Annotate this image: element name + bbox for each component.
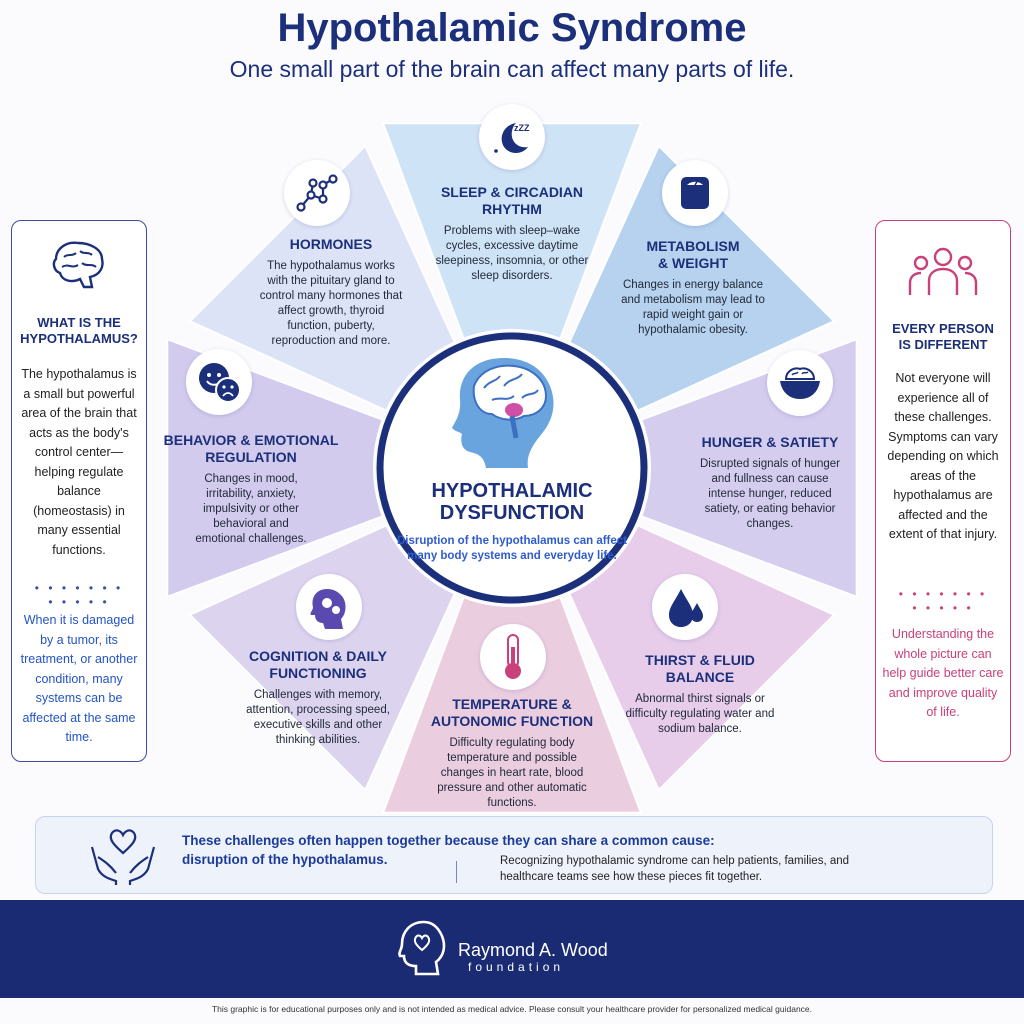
page-title: Hypothalamic Syndrome (277, 6, 747, 50)
info-box-text: The hypothalamus is a small but powerful… (21, 367, 137, 557)
dotted-divider: • • • • • • • • • • • • (34, 581, 124, 609)
page-subtitle: One small part of the brain can affect m… (229, 56, 795, 82)
center-label: HYPOTHALAMIC DYSFUNCTION Disruption of t… (392, 480, 632, 564)
segment-description: Challenges with memory, attention, proce… (246, 689, 390, 746)
segment-title: BEHAVIOR & EMOTIONAL REGULATION (163, 432, 339, 465)
center-title: HYPOTHALAMIC DYSFUNCTION (431, 480, 593, 524)
foundation-logo-icon (398, 920, 446, 976)
segment-title: METABOLISM & WEIGHT (646, 238, 740, 271)
wheel-segment-metabolism (567, 144, 836, 413)
segment-icon-hormones (284, 160, 350, 226)
segment-temperature: TEMPERATURE & AUTONOMIC FUNCTION Difficu… (420, 696, 604, 811)
segment-description: Changes in energy balance and metabolism… (621, 279, 765, 336)
hands-heart-icon (90, 829, 156, 885)
segment-hunger: HUNGER & SATIETY Disrupted signals of hu… (700, 434, 840, 532)
summary-box: These challenges often happen together b… (35, 816, 993, 894)
segment-thirst: THIRST & FLUID BALANCE Abnormal thirst s… (622, 652, 778, 737)
wheel-segment-hormones (188, 144, 457, 413)
segment-behavior: BEHAVIOR & EMOTIONAL REGULATION Changes … (158, 432, 344, 547)
people-icon (908, 247, 978, 295)
segment-icon-cognition (296, 574, 362, 640)
segment-icon-sleep: zZZ (479, 104, 545, 170)
thermometer-icon (505, 634, 521, 679)
segment-description: Problems with sleep–wake cycles, excessi… (435, 225, 589, 282)
segment-title: HORMONES (289, 236, 373, 252)
segment-title: HUNGER & SATIETY (701, 434, 839, 450)
segment-description: Difficulty regulating body temperature a… (437, 737, 587, 809)
segment-title: TEMPERATURE & AUTONOMIC FUNCTION (430, 696, 594, 729)
foundation-name: Raymond A. Wood (458, 940, 608, 960)
segment-icon-metabolism (662, 160, 728, 226)
info-box-title: WHAT IS THE HYPOTHALAMUS? (20, 315, 138, 346)
summary-divider (456, 861, 457, 883)
segment-description: The hypothalamus works with the pituitar… (259, 260, 403, 347)
wheel-segment-thirst (567, 523, 836, 792)
center-description: Disruption of the hypothalamus can affec… (396, 535, 628, 562)
faces-icon (199, 363, 241, 403)
foundation-subtitle: foundation (468, 960, 565, 974)
info-box-title: EVERY PERSON IS DIFFERENT (892, 321, 994, 352)
info-box-every-person: EVERY PERSON IS DIFFERENT Not everyone w… (875, 220, 1011, 762)
segment-icon-behavior (186, 349, 252, 415)
info-box-note: When it is damaged by a tumor, its treat… (20, 613, 138, 744)
segment-description: Abnormal thirst signals or difficulty re… (625, 693, 775, 735)
molecule-icon (296, 174, 338, 212)
segment-cognition: COGNITION & DAILY FUNCTIONING Challenges… (240, 648, 396, 748)
segment-title: COGNITION & DAILY FUNCTIONING (249, 648, 387, 681)
droplet-icon (669, 589, 703, 627)
wheel-segment-cognition (188, 523, 457, 792)
segment-icon-temperature (480, 624, 546, 690)
segment-title: THIRST & FLUID BALANCE (645, 652, 755, 685)
moon-icon: zZZ (494, 123, 530, 153)
segment-metabolism: METABOLISM & WEIGHT Changes in energy ba… (618, 238, 768, 338)
segment-icon-hunger (767, 350, 833, 416)
brain-icon (52, 241, 104, 289)
summary-sub: Recognizing hypothalamic syndrome can he… (500, 855, 850, 883)
segment-sleep: SLEEP & CIRCADIAN RHYTHM Problems with s… (426, 184, 598, 284)
segment-hormones: HORMONES The hypothalamus works with the… (256, 236, 406, 349)
segment-description: Disrupted signals of hunger and fullness… (700, 458, 840, 530)
segment-icon-thirst (652, 574, 718, 640)
bowl-icon (780, 367, 820, 399)
disclaimer: This graphic is for educational purposes… (211, 1004, 813, 1014)
dotted-divider: • • • • • • • • • • • • (898, 587, 988, 615)
wheel-segment-temperature (381, 595, 643, 814)
info-box-text: Not everyone will experience all of thes… (887, 371, 999, 541)
info-box-note: Understanding the whole picture can help… (882, 627, 1004, 719)
wheel-segment-sleep (381, 122, 643, 341)
segment-description: Changes in mood, irritability, anxiety, … (195, 473, 307, 545)
brain-head-icon (452, 358, 554, 468)
info-box-what-is: WHAT IS THE HYPOTHALAMUS? The hypothalam… (11, 220, 147, 762)
head-gears-icon (310, 589, 346, 629)
svg-text:zZZ: zZZ (514, 123, 530, 133)
footer-band (0, 900, 1024, 998)
scale-icon (681, 177, 709, 209)
summary-main: These challenges often happen together b… (182, 833, 715, 867)
segment-title: SLEEP & CIRCADIAN RHYTHM (440, 184, 584, 217)
